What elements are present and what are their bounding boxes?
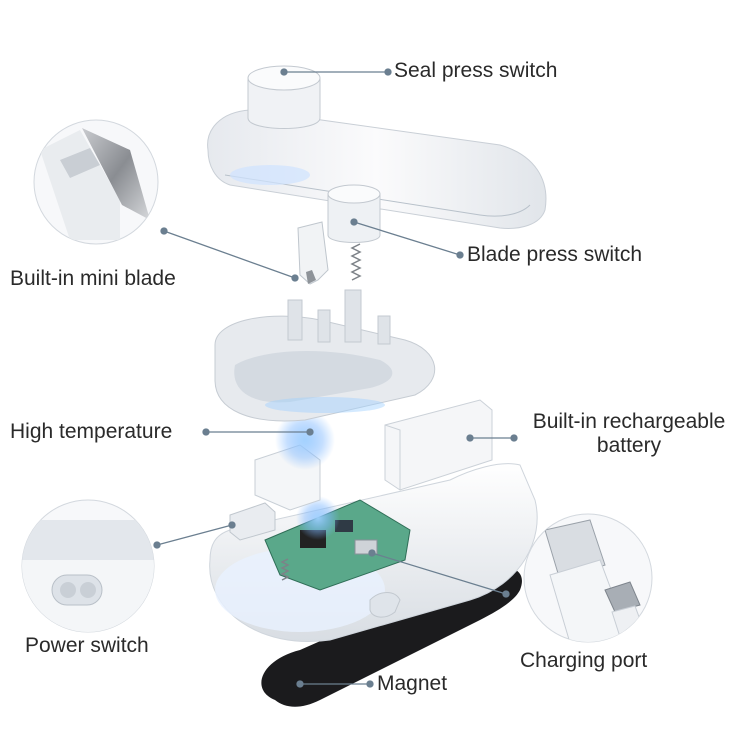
- label-blade-press-switch: Blade press switch: [467, 243, 642, 267]
- label-charging-port: Charging port: [520, 649, 647, 673]
- blade-assembly: [298, 222, 328, 284]
- charging-port-closeup-callout: [524, 514, 655, 668]
- label-rechargeable-battery-line1: Built-in rechargeable: [518, 410, 740, 434]
- label-rechargeable-battery-line2: battery: [518, 434, 740, 458]
- label-magnet: Magnet: [377, 672, 447, 696]
- label-seal-press-switch: Seal press switch: [394, 59, 557, 83]
- middle-frame: [215, 290, 435, 421]
- label-built-in-mini-blade: Built-in mini blade: [10, 267, 176, 291]
- label-high-temperature: High temperature: [10, 420, 172, 444]
- power-switch-closeup-callout: [20, 500, 180, 640]
- label-rechargeable-battery: Built-in rechargeable battery: [518, 410, 740, 458]
- blade-closeup-callout: [34, 120, 158, 244]
- leader-mini-blade: [164, 231, 295, 278]
- top-lid: [208, 66, 546, 243]
- label-power-switch: Power switch: [25, 634, 149, 658]
